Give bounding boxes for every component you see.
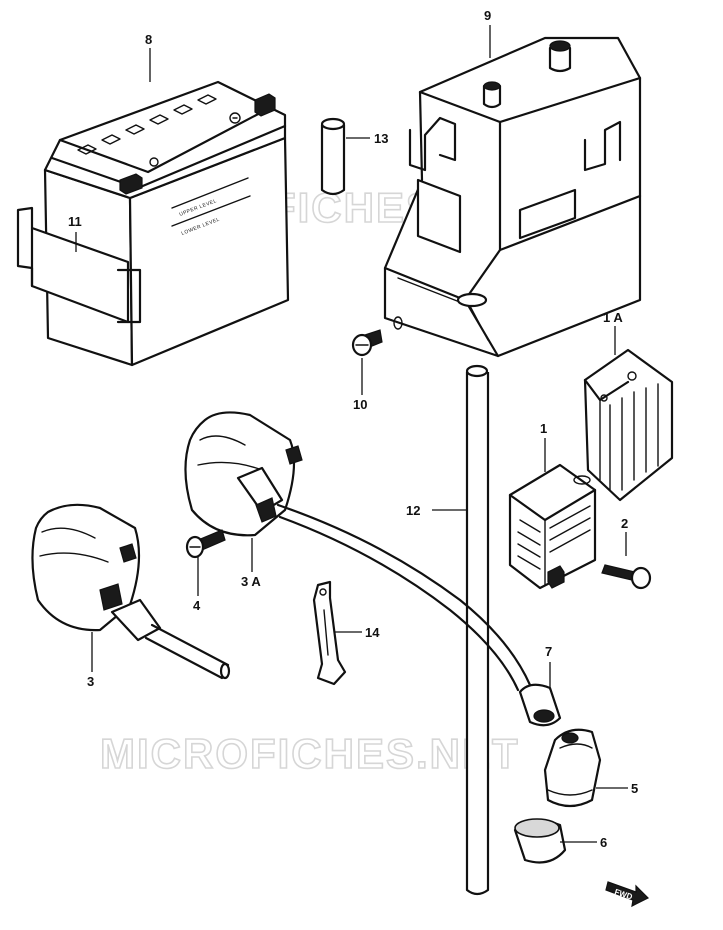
screw-10	[351, 329, 383, 357]
callout-14: 14	[365, 625, 380, 640]
callout-3a: 3 A	[241, 574, 261, 589]
callout-12: 12	[406, 503, 420, 518]
callout-3: 3	[87, 674, 94, 689]
watermark-bottom: MICROFICHES.NET	[100, 730, 520, 777]
callout-11: 11	[68, 214, 82, 229]
ignition-coil-3	[31, 503, 231, 680]
regulator-1	[508, 463, 597, 590]
callout-9: 9	[484, 8, 491, 23]
bolt-2	[601, 564, 652, 590]
screw-4	[185, 529, 226, 559]
spacer-tube	[320, 117, 346, 196]
callout-5: 5	[631, 781, 638, 796]
callout-2: 2	[621, 516, 628, 531]
callout-10: 10	[353, 397, 367, 412]
clamp-14	[312, 580, 347, 686]
ignition-coil-3a	[184, 411, 303, 537]
high-tension-cord	[276, 503, 532, 692]
callout-8: 8	[145, 32, 152, 47]
plug-cap-5	[543, 728, 602, 808]
seal-7	[518, 683, 562, 727]
long-tube	[465, 364, 490, 896]
callout-leaders	[75, 25, 628, 843]
battery: UPPER LEVEL LOWER LEVEL	[16, 80, 290, 367]
forward-arrow-icon: FWD	[605, 881, 650, 908]
callout-1a: 1 A	[603, 310, 623, 325]
callout-4: 4	[193, 598, 201, 613]
callout-7: 7	[545, 644, 552, 659]
cover-6	[513, 818, 567, 864]
callout-6: 6	[600, 835, 607, 850]
callout-13: 13	[374, 131, 388, 146]
regulator-1a	[583, 348, 674, 502]
callout-1: 1	[540, 421, 547, 436]
battery-box	[383, 36, 642, 358]
